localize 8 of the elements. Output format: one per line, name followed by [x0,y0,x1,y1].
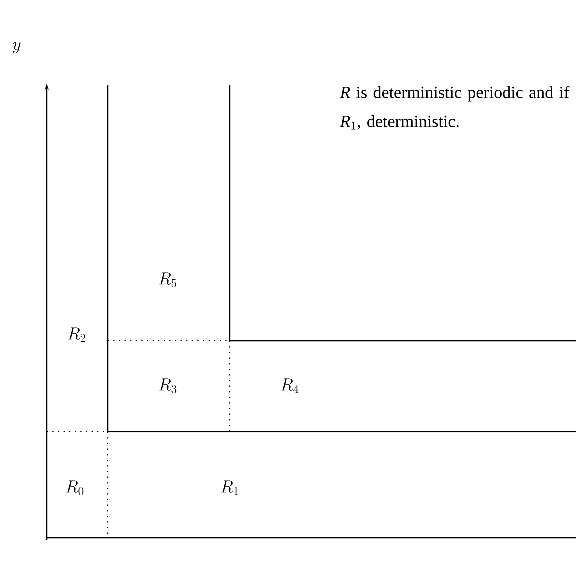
region-label: $R_2$ [68,328,86,342]
note-text: R is deterministic periodic and if R$_{1}$, deterministic. [340,86,570,130]
region-label: $R_5$ [159,272,177,288]
region-label: $R_1$ [221,480,238,496]
region-label: $R_0$ [66,480,84,496]
region-label: $y$ [13,42,21,54]
region-label: $R_3$ [159,378,177,394]
region-label: $R_4$ [281,378,299,394]
